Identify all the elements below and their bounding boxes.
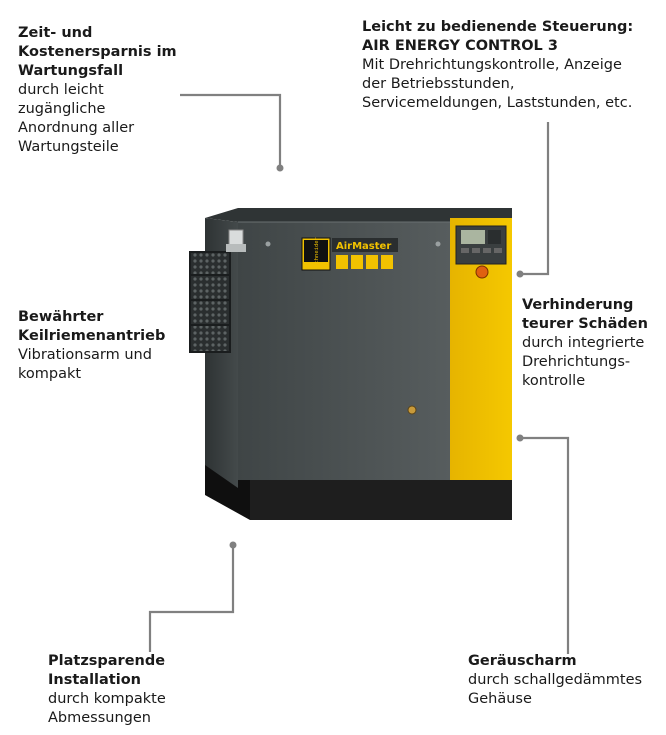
callout-description: durch leicht <box>18 82 104 98</box>
callout-description: Drehrichtungs- <box>522 354 631 370</box>
brand-logo-label: schneider <box>301 236 331 271</box>
callout-title: Keilriemenantrieb <box>18 328 166 344</box>
callout-description: Anordnung aller <box>18 120 135 136</box>
connector-dot <box>516 434 524 442</box>
callout-title: Verhinderung <box>522 297 634 313</box>
svg-text:schneider: schneider <box>314 236 320 266</box>
callout-title: teurer Schäden <box>522 316 648 332</box>
connector-control <box>520 122 550 276</box>
callout-description: durch kompakte <box>48 691 166 707</box>
connector-maintenance <box>180 93 282 168</box>
callout-title: Zeit- und <box>18 25 93 41</box>
connector-dot <box>276 164 284 172</box>
pipe-connector <box>226 229 246 252</box>
connector-dot <box>516 270 524 278</box>
callout-title: Installation <box>48 672 141 688</box>
callout-title: AIR ENERGY CONTROL 3 <box>362 38 558 54</box>
callout-description: durch integrierte <box>522 335 645 351</box>
callout-installation: Platzsparende Installation durch kompakt… <box>48 652 166 728</box>
connector-dot <box>229 541 237 549</box>
callout-description: kontrolle <box>522 373 586 389</box>
connector-installation <box>148 545 235 652</box>
callout-description: der Betriebsstunden, <box>362 76 515 92</box>
callout-title: Leicht zu bedienende Steuerung: <box>362 19 634 35</box>
connector-noise <box>520 436 570 654</box>
screw <box>435 241 441 247</box>
control-display <box>455 225 507 265</box>
emergency-stop-button <box>475 265 489 279</box>
callout-noise: Geräuscharm durch schallgedämmtes Gehäus… <box>468 652 642 709</box>
callout-description: Vibrationsarm und <box>18 347 152 363</box>
model-label: AirMaster <box>332 238 398 269</box>
svg-text:AirMaster: AirMaster <box>336 241 391 252</box>
callout-title: Bewährter <box>18 309 104 325</box>
callout-description: Wartungsteile <box>18 139 119 155</box>
screw <box>265 241 271 247</box>
callout-maintenance: Zeit- und Kostenersparnis im Wartungsfal… <box>18 24 177 157</box>
callout-description: Gehäuse <box>468 691 532 707</box>
callout-description: Servicemeldungen, Laststunden, etc. <box>362 95 633 111</box>
callout-description: durch schallgedämmtes <box>468 672 643 688</box>
callout-title: Wartungsfall <box>18 63 124 79</box>
air-filter-grill <box>189 251 231 353</box>
callout-title: Kostenersparnis im <box>18 44 177 60</box>
callout-description: Mit Drehrichtungskontrolle, Anzeige <box>362 57 622 73</box>
callout-belt-drive: Bewährter Keilriemenantrieb Vibrationsar… <box>18 308 165 384</box>
callout-description: kompakt <box>18 366 82 382</box>
callout-control: Leicht zu bedienende Steuerung: AIR ENER… <box>362 18 633 113</box>
callout-description: zugängliche <box>18 101 106 117</box>
callout-damage-prevention: Verhinderung teurer Schäden durch integr… <box>522 296 648 391</box>
machine-top <box>205 208 512 222</box>
front-bolt <box>407 405 417 415</box>
callout-description: Abmessungen <box>48 710 151 726</box>
callout-title: Geräuscharm <box>468 653 577 669</box>
callout-title: Platzsparende <box>48 653 166 669</box>
